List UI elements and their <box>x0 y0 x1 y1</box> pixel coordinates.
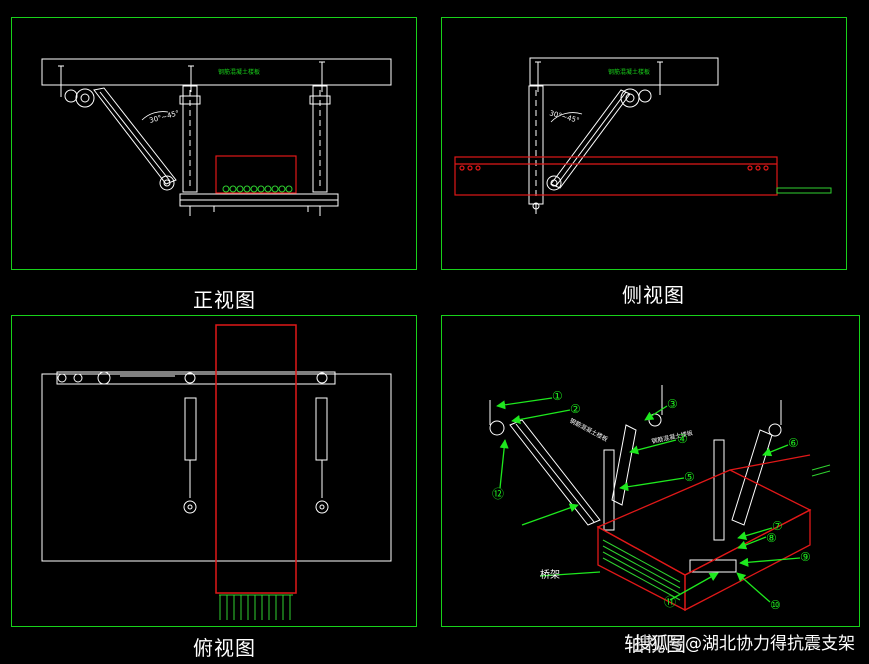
watermark: 搜狐号@湖北协力得抗震支架 <box>634 634 855 654</box>
callout-8: ⑧ <box>766 531 777 545</box>
side-view-drawing <box>528 57 719 214</box>
callout-5: ⑤ <box>684 470 695 484</box>
callout-12: ⑫ <box>492 487 505 501</box>
callout-3: ③ <box>667 397 678 411</box>
side-view-caption: 侧视图 <box>622 283 685 307</box>
callout-9: ⑨ <box>800 550 811 564</box>
vertical-channel-right <box>312 85 328 193</box>
cables-iso <box>602 464 831 601</box>
callout-10: ⑩ <box>770 598 781 612</box>
front-view-caption: 正视图 <box>193 288 256 312</box>
front-slab-label: 钢筋混凝土楼板 <box>218 69 261 76</box>
callout-2: ② <box>570 402 581 416</box>
callout-7: ⑦ <box>772 519 783 533</box>
iso-tray-label: 桥架 <box>540 570 560 581</box>
callout-4: ④ <box>677 432 688 446</box>
concrete-slab-side <box>529 57 719 86</box>
iso-brace-right <box>731 429 773 526</box>
front-view-drawing <box>41 58 392 216</box>
cable-tray-iso <box>596 454 812 612</box>
iso-brace-mid <box>611 424 637 506</box>
cable-bundle-side <box>776 187 832 194</box>
iso-view-panel <box>441 315 860 627</box>
concrete-slab <box>41 58 392 86</box>
crossbar-top <box>56 371 336 385</box>
cable-tray-front <box>215 155 297 194</box>
iso-view-drawing <box>489 385 782 573</box>
side-view-panel <box>441 17 847 270</box>
top-view-panel <box>11 315 417 627</box>
iso-view-caption: 轴视图 <box>624 632 687 656</box>
cables-top <box>219 594 293 620</box>
callout-1: ① <box>552 389 563 403</box>
cable-tray-side <box>454 156 778 196</box>
diagonal-brace <box>93 87 177 185</box>
front-view-panel <box>11 17 417 270</box>
side-slab-label: 钢筋混凝土楼板 <box>608 69 651 76</box>
diagonal-brace-side <box>550 89 631 189</box>
cables-front <box>222 185 293 193</box>
callout-6: ⑥ <box>788 436 799 450</box>
cable-tray-top <box>215 324 297 594</box>
top-view-caption: 俯视图 <box>193 636 256 660</box>
callout-11: ⑪ <box>664 595 677 609</box>
callout-arrows <box>496 397 801 603</box>
vertical-channel-left <box>182 85 198 193</box>
